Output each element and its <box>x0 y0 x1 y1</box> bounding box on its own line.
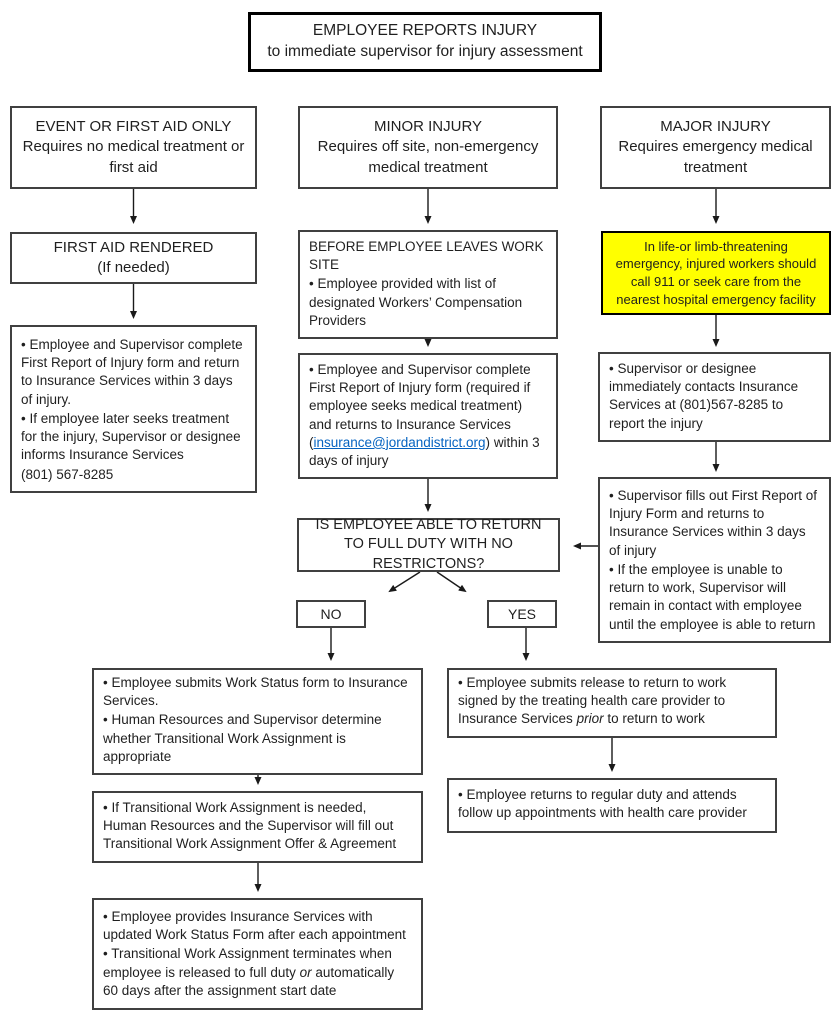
emergency-911-text: In life-or limb-threatening emergency, i… <box>615 238 817 307</box>
before-leaving-box: BEFORE EMPLOYEE LEAVES WORK SITE • Emplo… <box>298 230 558 340</box>
minor-header-box: MINOR INJURY Requires off site, non-emer… <box>298 106 558 189</box>
email-paren-close: ) <box>485 434 491 450</box>
event-report-phone: (801) 567-8285 <box>21 466 114 482</box>
major-header-title: MAJOR INJURY <box>660 118 771 136</box>
event-header-box: EVENT OR FIRST AID ONLY Requires no medi… <box>10 106 257 189</box>
return-to-duty-decision-box: IS EMPLOYEE ABLE TO RETURN TO FULL DUTY … <box>297 516 560 572</box>
major-first-report-bullet2: • If the employee is unable to return to… <box>609 561 816 632</box>
insurance-email-link[interactable]: insurance@jordandistrict.org <box>313 434 486 450</box>
before-leaving-bullet: • Employee provided with list of designa… <box>309 276 523 328</box>
major-contact-text: • Supervisor or designee immediately con… <box>609 361 799 431</box>
first-aid-rendered-line2: (If needed) <box>97 259 170 276</box>
work-status-bullet1: • Employee submits Work Status form to I… <box>103 675 408 709</box>
release-to-work-box: • Employee submits release to return to … <box>447 668 777 738</box>
major-header-box: MAJOR INJURY Requires emergency medical … <box>600 106 831 189</box>
first-aid-rendered-line1: FIRST AID RENDERED <box>53 238 214 256</box>
no-box: NO <box>296 600 366 628</box>
decision-question: IS EMPLOYEE ABLE TO RETURN TO FULL DUTY … <box>315 516 542 572</box>
work-status-box: • Employee submits Work Status form to I… <box>92 668 423 776</box>
minor-report-lead: • Employee and Supervisor complete First… <box>309 362 531 432</box>
release-part1: • Employee submits release to return to … <box>458 675 727 727</box>
email-paren-open: ( <box>309 434 314 450</box>
no-label: NO <box>320 605 342 622</box>
major-contact-box: • Supervisor or designee immediately con… <box>598 352 831 442</box>
followup-bullet1: • Employee provides Insurance Services w… <box>103 909 406 943</box>
yes-label: YES <box>507 605 536 622</box>
followup-bullet2-part2: automatically 60 days after the assignme… <box>103 964 395 998</box>
yes-box: YES <box>487 600 557 628</box>
minor-report-text: • Employee and Supervisor complete First… <box>309 361 547 470</box>
arrow-decision-to-no <box>388 571 421 593</box>
title-line1: EMPLOYEE REPORTS INJURY <box>312 22 538 40</box>
regular-duty-text: • Employee returns to regular duty and a… <box>458 787 747 821</box>
event-report-bullet1: • Employee and Supervisor complete First… <box>21 337 243 407</box>
release-italic: prior <box>576 711 604 727</box>
event-header-title: EVENT OR FIRST AID ONLY <box>35 118 232 136</box>
event-header-subtitle: Requires no medical treatment or first a… <box>22 138 245 176</box>
emergency-911-box: In life-or limb-threatening emergency, i… <box>601 231 831 315</box>
minor-header-subtitle: Requires off site, non-emergency medical… <box>317 138 539 176</box>
major-header-subtitle: Requires emergency medical treatment <box>618 138 813 176</box>
transitional-assignment-text: • If Transitional Work Assignment is nee… <box>103 800 397 852</box>
event-report-bullet2: • If employee later seeks treatment for … <box>21 410 241 463</box>
release-part2: to return to work <box>603 711 705 727</box>
before-leaving-heading: BEFORE EMPLOYEE LEAVES WORK SITE <box>309 239 544 273</box>
minor-report-tail: within 3 days of injury <box>309 434 540 469</box>
work-status-bullet2: • Human Resources and Supervisor determi… <box>103 712 382 764</box>
followup-bullet2-part1: • Transitional Work Assignment terminate… <box>103 946 392 980</box>
release-to-work-text: • Employee submits release to return to … <box>458 674 766 729</box>
title-line2: to immediate supervisor for injury asses… <box>267 43 583 60</box>
first-aid-rendered-box: FIRST AID RENDERED (If needed) <box>10 232 257 284</box>
followup-bullet2: • Transitional Work Assignment terminate… <box>103 945 412 1000</box>
regular-duty-box: • Employee returns to regular duty and a… <box>447 778 777 833</box>
major-first-report-box: • Supervisor fills out First Report of I… <box>598 477 831 643</box>
title-box: EMPLOYEE REPORTS INJURY to immediate sup… <box>248 12 602 72</box>
major-first-report-bullet1: • Supervisor fills out First Report of I… <box>609 488 818 558</box>
minor-report-box: • Employee and Supervisor complete First… <box>298 353 558 480</box>
event-report-box: • Employee and Supervisor complete First… <box>10 325 257 493</box>
followup-status-box: • Employee provides Insurance Services w… <box>92 898 423 1010</box>
followup-bullet2-italic: or <box>299 964 312 980</box>
arrow-decision-to-yes <box>436 571 467 593</box>
transitional-assignment-box: • If Transitional Work Assignment is nee… <box>92 791 423 863</box>
minor-header-title: MINOR INJURY <box>373 118 483 136</box>
